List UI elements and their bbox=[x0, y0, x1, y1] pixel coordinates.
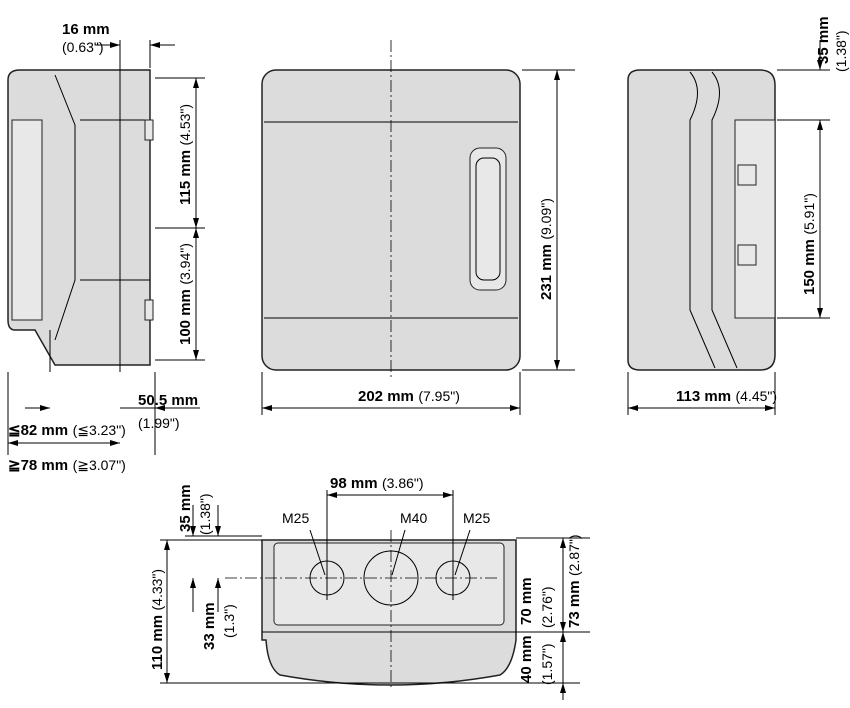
svg-text:(1.57"): (1.57") bbox=[539, 643, 555, 685]
svg-text:150 mm (5.91"): 150 mm (5.91") bbox=[801, 193, 818, 295]
svg-text:(1.38"): (1.38") bbox=[833, 30, 849, 72]
svg-text:35 mm: 35 mm bbox=[177, 484, 194, 532]
svg-text:231 mm (9.09"): 231 mm (9.09") bbox=[538, 198, 555, 300]
svg-text:98 mm (3.86"): 98 mm (3.86") bbox=[330, 475, 424, 492]
label-m25: M25 bbox=[282, 510, 309, 526]
svg-text:110 mm (4.33"): 110 mm (4.33") bbox=[149, 569, 166, 670]
label-m40: M40 bbox=[400, 510, 427, 526]
hole-m40 bbox=[363, 550, 419, 606]
svg-text:35 mm: 35 mm bbox=[815, 16, 832, 64]
svg-text:40 mm: 40 mm bbox=[518, 635, 535, 683]
svg-text:(2.76"): (2.76") bbox=[539, 586, 555, 628]
dim-width: 202 mm bbox=[358, 388, 414, 405]
svg-text:(0.63"): (0.63") bbox=[62, 39, 104, 55]
dim-height: 231 mm bbox=[538, 244, 555, 300]
svg-text:≦82 mm (≦3.23"): ≦82 mm (≦3.23") bbox=[8, 422, 126, 439]
svg-text:113 mm (4.45"): 113 mm (4.45") bbox=[676, 388, 777, 405]
svg-text:73 mm (2.87"): 73 mm (2.87") bbox=[566, 534, 583, 628]
bottom-view: 98 mm (3.86") M25 M40 M25 110 mm (4.33")… bbox=[149, 475, 590, 700]
left-side-view: 115 mm (4.53") 100 mm (3.94") 16 mm (0.6… bbox=[7, 21, 205, 474]
svg-text:115 mm (4.53"): 115 mm (4.53") bbox=[177, 104, 194, 205]
svg-text:100 mm (3.94"): 100 mm (3.94") bbox=[177, 243, 194, 345]
svg-text:(1.99"): (1.99") bbox=[138, 415, 180, 431]
svg-text:16 mm: 16 mm bbox=[62, 21, 110, 38]
svg-text:(1.38"): (1.38") bbox=[197, 493, 213, 535]
svg-text:≧78 mm (≧3.07"): ≧78 mm (≧3.07") bbox=[8, 457, 126, 474]
svg-text:33 mm: 33 mm bbox=[201, 602, 218, 650]
door-handle bbox=[469, 147, 507, 291]
svg-text:(1.3"): (1.3") bbox=[221, 604, 237, 638]
right-side-view: 150 mm (5.91") 35 mm (1.38") 113 mm (4.4… bbox=[627, 16, 849, 415]
svg-text:70 mm: 70 mm bbox=[518, 577, 535, 625]
svg-text:50.5 mm: 50.5 mm bbox=[138, 392, 198, 409]
front-view: 202 mm (7.95") 231 mm (9.09") bbox=[261, 40, 575, 415]
svg-text:202 mm (7.95"): 202 mm (7.95") bbox=[358, 388, 460, 405]
label-m25: M25 bbox=[463, 510, 490, 526]
